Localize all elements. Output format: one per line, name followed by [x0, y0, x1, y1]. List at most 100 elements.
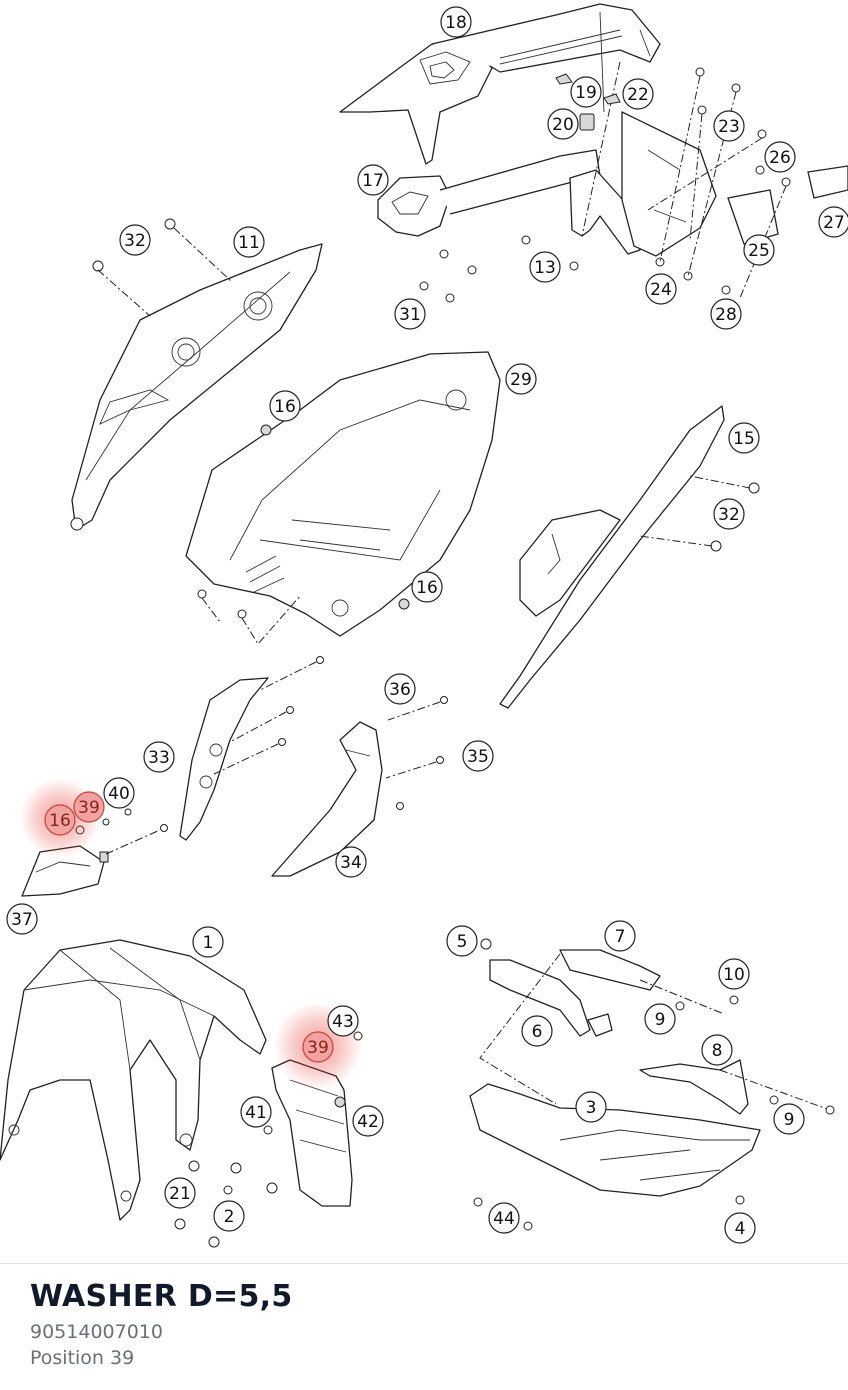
callout[interactable]: 9 — [644, 1003, 676, 1035]
callout-label: 31 — [399, 305, 421, 325]
callout[interactable]: 41 — [240, 1096, 272, 1128]
callout[interactable]: 25 — [743, 234, 775, 266]
callout-label: 2 — [224, 1207, 235, 1227]
callout[interactable]: 42 — [352, 1105, 384, 1137]
callout-label: 16 — [416, 578, 438, 598]
callout-label: 20 — [552, 115, 574, 135]
callout[interactable]: 17 — [357, 164, 389, 196]
callout[interactable]: 24 — [645, 273, 677, 305]
callout-highlighted[interactable]: 16 — [44, 804, 76, 836]
callout-circle — [440, 6, 472, 38]
callout-label: 39 — [307, 1038, 329, 1058]
callout[interactable]: 23 — [713, 110, 745, 142]
callout-label: 8 — [712, 1041, 723, 1061]
callout-circle — [213, 1200, 245, 1232]
callout[interactable]: 29 — [505, 363, 537, 395]
callout[interactable]: 34 — [335, 846, 367, 878]
callout[interactable]: 4 — [724, 1212, 756, 1244]
callout[interactable]: 5 — [446, 925, 478, 957]
front-fender — [0, 939, 267, 1221]
callout-label: 24 — [650, 280, 672, 300]
left-tail-cover — [70, 218, 323, 531]
side-panel-bracket — [179, 656, 324, 841]
callout[interactable]: 2 — [213, 1200, 245, 1232]
callout[interactable]: 7 — [604, 920, 636, 952]
callout[interactable]: 11 — [233, 226, 265, 258]
callout-circle — [713, 110, 745, 142]
callout-circle — [6, 903, 38, 935]
callout-circle — [357, 164, 389, 196]
part-info-panel: WASHER D=5,5 90514007010 Position 39 — [30, 1275, 830, 1371]
callout-circle — [462, 740, 494, 772]
callout[interactable]: 9 — [773, 1103, 805, 1135]
callout-circle — [818, 206, 848, 238]
callout[interactable]: 16 — [269, 390, 301, 422]
callout-circle — [394, 298, 426, 330]
callout[interactable]: 35 — [462, 740, 494, 772]
callout[interactable]: 32 — [713, 498, 745, 530]
lower-side-panel — [271, 696, 448, 877]
callout[interactable]: 31 — [394, 298, 426, 330]
callout[interactable]: 21 — [164, 1177, 196, 1209]
callout[interactable]: 8 — [701, 1034, 733, 1066]
callout[interactable]: 33 — [143, 741, 175, 773]
callout-label: 9 — [784, 1110, 795, 1130]
callout-circle — [529, 251, 561, 283]
callout-label: 17 — [362, 171, 384, 191]
callout[interactable]: 37 — [6, 903, 38, 935]
callout-circle — [335, 846, 367, 878]
callout[interactable]: 28 — [710, 298, 742, 330]
divider — [0, 1263, 848, 1264]
callout[interactable]: 6 — [521, 1015, 553, 1047]
callout-label: 23 — [718, 117, 740, 137]
callout[interactable]: 27 — [818, 206, 848, 238]
callout[interactable]: 16 — [411, 571, 443, 603]
callout[interactable]: 22 — [622, 78, 654, 110]
callout-label: 40 — [108, 784, 130, 804]
callout[interactable]: 15 — [728, 422, 760, 454]
part-number: 90514007010 — [30, 1321, 163, 1343]
callout[interactable]: 43 — [327, 1005, 359, 1037]
callout-circle — [269, 390, 301, 422]
callout[interactable]: 40 — [103, 777, 135, 809]
callout-label: 25 — [748, 241, 770, 261]
callout-label: 7 — [615, 927, 626, 947]
skid-plate-assembly — [469, 938, 835, 1231]
callout-highlighted[interactable]: 39 — [302, 1031, 334, 1063]
seat-base-tray — [185, 351, 501, 645]
callout[interactable]: 19 — [570, 76, 602, 108]
callout-circle — [411, 571, 443, 603]
callout-label: 16 — [49, 811, 71, 831]
callout[interactable]: 32 — [119, 224, 151, 256]
callout-highlighted[interactable]: 39 — [73, 791, 105, 823]
callout[interactable]: 13 — [529, 251, 561, 283]
callout[interactable]: 20 — [547, 108, 579, 140]
callout-label: 15 — [733, 429, 755, 449]
callout[interactable]: 10 — [718, 958, 750, 990]
callout[interactable]: 44 — [488, 1202, 520, 1234]
license-plate-panel — [621, 111, 848, 257]
callout[interactable]: 3 — [575, 1091, 607, 1123]
callout-label: 18 — [445, 13, 467, 33]
callout-label: 44 — [493, 1209, 515, 1229]
callout-label: 5 — [457, 932, 468, 952]
callout[interactable]: 18 — [440, 6, 472, 38]
callout-circle — [143, 741, 175, 773]
callout[interactable]: 26 — [764, 141, 796, 173]
callout[interactable]: 1 — [192, 926, 224, 958]
callout[interactable]: 36 — [384, 673, 416, 705]
callout-label: 42 — [357, 1112, 379, 1132]
callout-circle — [446, 925, 478, 957]
callout-circle — [505, 363, 537, 395]
callout-label: 33 — [148, 748, 170, 768]
callout-circle — [547, 108, 579, 140]
callout-circle — [743, 234, 775, 266]
callout-circle — [192, 926, 224, 958]
callout-circle — [701, 1034, 733, 1066]
callout-label: 13 — [534, 258, 556, 278]
callout-circle — [604, 920, 636, 952]
callout-label: 39 — [78, 798, 100, 818]
callout-label: 22 — [627, 85, 649, 105]
callout-circle — [570, 76, 602, 108]
